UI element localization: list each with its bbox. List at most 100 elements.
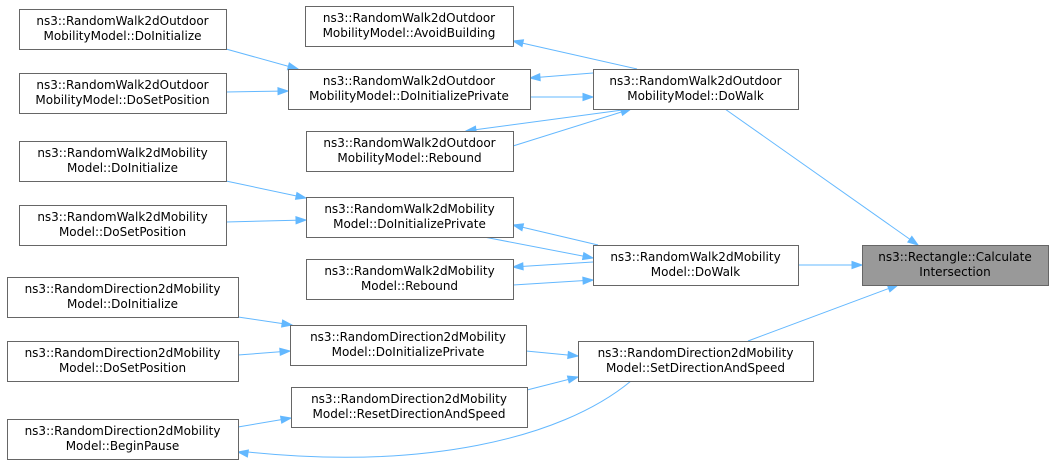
arrowhead [581, 251, 595, 261]
node-label-line: Model::ResetDirectionAndSpeed [313, 407, 506, 421]
node-label-line: ns3::RandomDirection2dMobility [311, 392, 507, 406]
node-box [19, 141, 227, 182]
edge-rd_beginpause-to-rd_reset [237, 415, 293, 428]
node-rw-doinitpriv[interactable]: ns3::RandomWalk2dMobilityModel::DoInitia… [306, 197, 514, 238]
edge-line [225, 219, 307, 223]
edge-rd_setdir-to-calc_intersection [747, 284, 900, 342]
edge-line [529, 72, 594, 79]
edge-line [512, 40, 638, 70]
edge-rw_doinitpriv-to-rw_dowalk [483, 236, 595, 261]
arrowhead [279, 347, 292, 356]
node-box [306, 197, 514, 238]
arrowhead [286, 62, 300, 71]
edge-rd_doinit-to-rd_doinitpriv [237, 316, 294, 328]
arrowhead [280, 319, 294, 328]
node-label-line: MobilityModel::DoSetPosition [35, 93, 209, 107]
edge-rwo_dowalk-to-rwo_avoid [511, 39, 638, 70]
node-label-line: ns3::RandomWalk2dOutdoor [323, 136, 495, 150]
edge-rd_reset-to-rd_setdir [526, 375, 580, 391]
edge-line [247, 380, 632, 458]
edge-line [512, 224, 599, 246]
node-box [593, 69, 799, 110]
edge-rwo_dowalk-to-rwo_rebound [464, 108, 631, 134]
node-rd-doinitpriv[interactable]: ns3::RandomDirection2dMobilityModel::DoI… [290, 325, 527, 366]
node-rwo-doinit[interactable]: ns3::RandomWalk2dOutdoorMobilityModel::D… [19, 9, 227, 50]
edge-line [465, 108, 631, 132]
node-rd-reset[interactable]: ns3::RandomDirection2dMobilityModel::Res… [291, 387, 528, 428]
arrowhead [566, 375, 580, 384]
node-label-line: ns3::RandomDirection2dMobility [598, 346, 794, 360]
edge-rwo_doinitpriv-to-rwo_dowalk [530, 92, 595, 102]
node-rd-beginpause[interactable]: ns3::RandomDirection2dMobilityModel::Beg… [7, 419, 239, 460]
node-label-line: ns3::RandomWalk2dMobility [37, 210, 207, 224]
node-label-line: ns3::RandomDirection2dMobility [25, 424, 221, 438]
node-label-line: ns3::Rectangle::Calculate [878, 250, 1032, 264]
node-rwo-dosetpos[interactable]: ns3::RandomWalk2dOutdoorMobilityModel::D… [19, 73, 227, 114]
node-label-line: ns3::RandomWalk2dMobility [37, 146, 207, 160]
node-label-line: MobilityModel::DoWalk [627, 89, 764, 103]
edge-rwo_doinit-to-rwo_doinitpriv [225, 48, 300, 71]
node-label-line: Model::DoInitializePrivate [333, 217, 486, 231]
arrowhead [511, 223, 525, 232]
arrowhead [277, 86, 290, 96]
node-label-line: Intersection [919, 265, 990, 279]
node-label-line: ns3::RandomWalk2dOutdoor [323, 11, 495, 25]
edge-rd_setdir-to-rd_beginpause [236, 380, 632, 458]
node-box [19, 205, 227, 246]
node-rd-dosetpos[interactable]: ns3::RandomDirection2dMobilityModel::DoS… [7, 341, 239, 382]
node-label-line: Model::DoInitialize [67, 161, 178, 175]
edge-line [747, 284, 899, 342]
edge-rd_dosetpos-to-rd_doinitpriv [237, 347, 292, 356]
node-rd-setdir[interactable]: ns3::RandomDirection2dMobilityModel::Set… [578, 341, 814, 382]
node-rwo-dowalk[interactable]: ns3::RandomWalk2dOutdoorMobilityModel::D… [593, 69, 799, 110]
node-label-line: ns3::RandomWalk2dMobility [610, 250, 780, 264]
node-rw-doinit[interactable]: ns3::RandomWalk2dMobilityModel::DoInitia… [19, 141, 227, 182]
arrowhead [294, 191, 308, 200]
node-box [7, 277, 239, 318]
edge-rd_doinitpriv-to-rd_setdir [525, 350, 580, 360]
edge-rw_doinit-to-rw_doinitpriv [225, 180, 308, 200]
arrowhead [279, 415, 293, 424]
arrowhead [511, 39, 525, 48]
node-label-line: ns3::RandomWalk2dOutdoor [36, 78, 208, 92]
edge-line [512, 279, 594, 286]
arrowhead [886, 284, 900, 293]
edges-layer [225, 39, 920, 458]
node-box [306, 131, 514, 172]
node-rwo-rebound[interactable]: ns3::RandomWalk2dOutdoorMobilityModel::R… [306, 131, 514, 172]
node-label-line: ns3::RandomDirection2dMobility [25, 346, 221, 360]
edge-rwo_rebound-to-rwo_dowalk [512, 108, 633, 147]
edge-rw_dosetpos-to-rw_doinitpriv [225, 216, 308, 225]
node-box [19, 73, 227, 114]
node-label-line: ns3::RandomWalk2dMobility [324, 264, 494, 278]
edge-line [225, 180, 307, 199]
node-label-line: Model::DoInitialize [67, 297, 178, 311]
edge-line [483, 236, 594, 259]
node-rd-doinit[interactable]: ns3::RandomDirection2dMobilityModel::DoI… [7, 277, 239, 318]
node-label-line: Model::DoWalk [651, 265, 740, 279]
node-rw-dosetpos[interactable]: ns3::RandomWalk2dMobilityModel::DoSetPos… [19, 205, 227, 246]
node-box [7, 419, 239, 460]
node-label-line: ns3::RandomDirection2dMobility [25, 282, 221, 296]
node-label-line: MobilityModel::Rebound [337, 151, 481, 165]
arrowhead [906, 235, 920, 246]
arrowhead [582, 276, 595, 285]
node-box [306, 259, 514, 300]
node-rwo-avoid[interactable]: ns3::RandomWalk2dOutdoorMobilityModel::A… [305, 6, 514, 47]
node-box [305, 6, 514, 47]
node-label-line: Model::DoSetPosition [59, 361, 186, 375]
edge-rwo_dowalk-to-calc_intersection [724, 108, 920, 246]
arrowhead [567, 350, 580, 360]
edge-rw_dowalk-to-rw_doinitpriv [511, 223, 599, 246]
arrowhead [511, 262, 524, 271]
node-box [291, 387, 528, 428]
arrowhead [582, 92, 595, 102]
node-rwo-doinitpriv[interactable]: ns3::RandomWalk2dOutdoorMobilityModel::D… [288, 69, 531, 110]
node-label-line: Model::DoSetPosition [59, 225, 186, 239]
node-label-line: Model::BeginPause [66, 439, 180, 453]
nodes-layer: ns3::RandomWalk2dOutdoorMobilityModel::D… [7, 6, 1049, 460]
